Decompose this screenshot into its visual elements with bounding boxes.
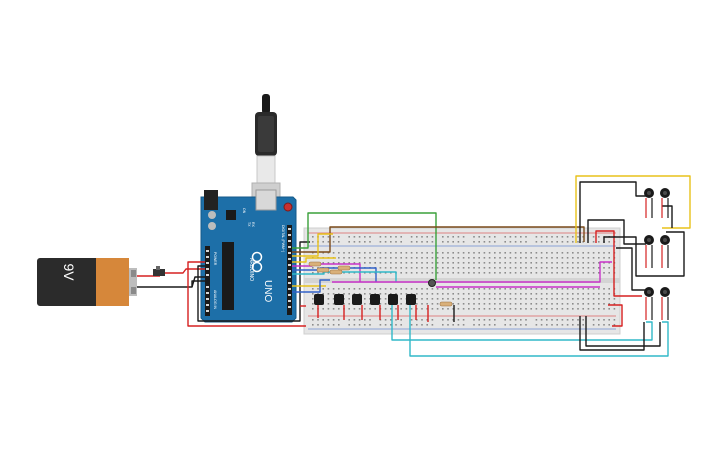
arduino-brand: ARDUINO [248, 258, 254, 281]
battery-leads [137, 275, 160, 288]
header-pins [206, 228, 291, 312]
motor-5 [644, 287, 654, 297]
motor-4 [660, 235, 670, 245]
arduino-uno[interactable]: ARDUINO UNO DIGITAL (PWM~) POWER ANALOG … [200, 189, 297, 323]
wires [160, 175, 691, 357]
power-header-label: POWER [213, 252, 217, 266]
tx-label: TX [247, 222, 251, 227]
digital-header-label: DIGITAL (PWM~) [281, 225, 285, 252]
battery-label: 9V [61, 263, 77, 281]
motor-2 [660, 188, 670, 198]
motor-3 [644, 235, 654, 245]
motor-leads [645, 198, 669, 320]
arduino-logo [251, 251, 263, 273]
rx-label: RX [251, 222, 255, 228]
resistors [308, 261, 453, 307]
slide-switch[interactable] [153, 266, 165, 276]
usb-cable [251, 94, 281, 200]
motor-6 [660, 287, 670, 297]
breadboard[interactable] [303, 227, 621, 335]
vibration-motors [644, 188, 670, 297]
breadboard-holes [312, 236, 616, 326]
analog-header-label: ANALOG IN [213, 290, 217, 310]
reset-button[interactable] [283, 202, 293, 212]
transistors [314, 294, 416, 305]
arduino-model: UNO [262, 280, 273, 302]
motor-1 [644, 188, 654, 198]
pushbutton[interactable] [428, 279, 436, 287]
battery-9v[interactable]: 9V [37, 258, 137, 306]
on-label: ON [242, 208, 246, 214]
